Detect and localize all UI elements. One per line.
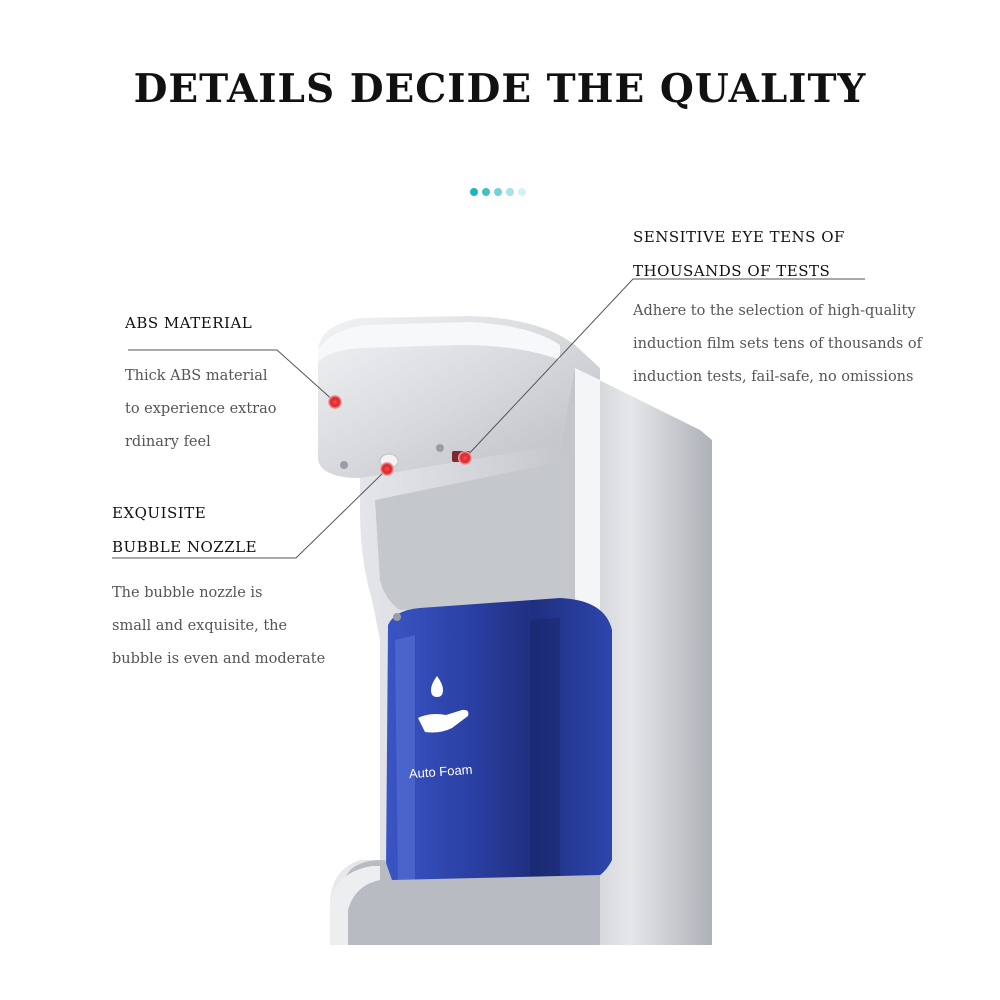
abs-description: Thick ABS material to experience extrao … [125,360,276,459]
sensor-description-line: induction film sets tens of thousands of [633,336,923,352]
tank-highlight [530,618,560,887]
carousel-dot[interactable] [494,188,502,196]
sensor-heading: SENSITIVE EYE TENS OF THOUSANDS OF TESTS [633,220,845,288]
nozzle-description-line: small and exquisite, the [112,618,288,634]
dispenser-recess [375,460,570,610]
sensor-marker-icon [458,451,472,465]
sensor-description: Adhere to the selection of high-quality … [633,295,922,394]
carousel-dot[interactable] [518,188,526,196]
nozzle-leader-line [112,468,388,559]
nozzle-marker-icon [380,462,394,476]
tank-label: Auto Foam [408,762,472,781]
nozzle-description: The bubble nozzle is small and exquisite… [112,577,325,676]
dispenser-head [318,316,600,478]
nozzle-heading-line: EXQUISITE [112,504,207,522]
nozzle-heading: EXQUISITE BUBBLE NOZZLE [112,496,257,564]
carousel-dot[interactable] [482,188,490,196]
carousel-dot[interactable] [470,188,478,196]
page-title: DETAILS DECIDE THE QUALITY [133,66,867,112]
sensor-heading-line: SENSITIVE EYE TENS OF [633,228,845,246]
screw-hole [436,444,444,452]
abs-description-line: to experience extrao [125,401,277,417]
screw-hole [340,461,348,469]
sensor-description-line: induction tests, fail-safe, no omissions [633,369,914,385]
carousel-dot[interactable] [506,188,514,196]
sensor-leader-line [464,278,865,459]
abs-heading: ABS MATERIAL [125,314,253,332]
abs-marker-icon [328,395,342,409]
abs-description-line: rdinary feel [125,434,211,450]
hand-drop-icon [418,676,469,733]
nozzle-description-line: bubble is even and moderate [112,651,326,667]
dispenser-head-top [318,322,560,362]
sensor-description-line: Adhere to the selection of high-quality [633,303,916,319]
carousel-dots [470,188,526,196]
abs-leader-line [128,349,336,403]
nozzle-description-line: The bubble nozzle is [112,585,263,601]
soap-tank [386,598,612,892]
sensor-heading-line: THOUSANDS OF TESTS [633,262,831,280]
screw-hole [393,613,401,621]
tank-highlight [395,635,415,882]
abs-description-line: Thick ABS material [125,368,268,384]
tank-tray [330,860,600,945]
tank-tray-edge [330,866,380,945]
nozzle-heading-line: BUBBLE NOZZLE [112,538,258,556]
